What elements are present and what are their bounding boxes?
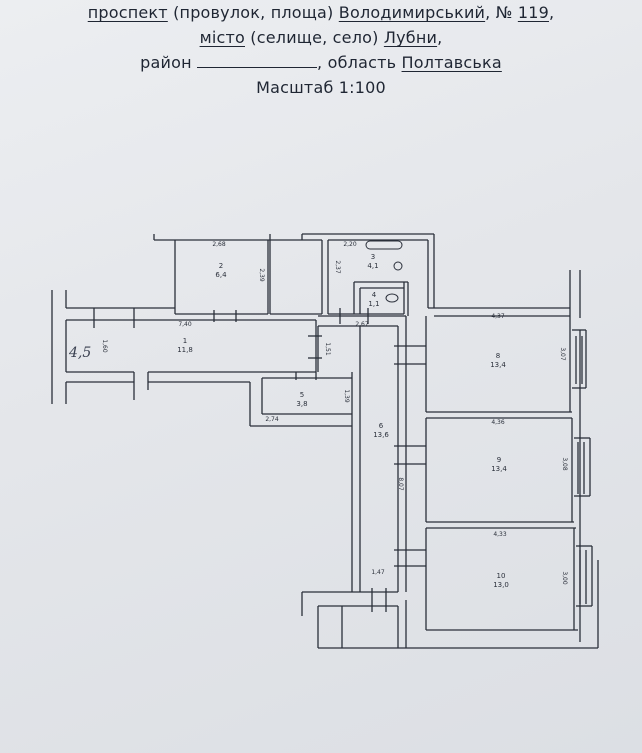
room-area: 6,4 <box>215 271 227 279</box>
room-number: 6 <box>379 422 384 430</box>
street-type-options: (провулок, площа) <box>167 3 339 22</box>
dim-label: 3,08 <box>561 457 568 471</box>
address-line: проспект (провулок, площа) Володимирськи… <box>87 3 555 22</box>
dim-label: 2,20 <box>343 241 357 248</box>
dim-label: 7,40 <box>178 321 192 328</box>
room-area: 11,8 <box>177 346 193 354</box>
sink-icon <box>393 261 403 271</box>
toilet-icon <box>385 293 399 303</box>
dim-label: 3,07 <box>559 347 566 361</box>
dim-label: 2,74 <box>265 416 279 423</box>
bathtub-icon <box>365 240 403 250</box>
room-area: 13,4 <box>490 361 506 369</box>
city-label: місто <box>199 28 245 47</box>
house-number: 119 <box>517 3 549 22</box>
dim-label: 1,60 <box>101 339 108 353</box>
room-labels: 1 11,8 2 6,4 3 4,1 4 1,1 5 3,8 6 13,6 8 … <box>177 253 509 589</box>
room-area: 13,6 <box>373 431 389 439</box>
district-line: район , область Полтавська <box>0 53 642 72</box>
dim-label: 2,68 <box>212 241 226 248</box>
settlement-type-options: (селище, село) <box>245 28 384 47</box>
room-area: 4,1 <box>367 262 378 270</box>
dim-label: 8,07 <box>397 477 404 491</box>
room-number: 5 <box>300 391 304 399</box>
room-number: 2 <box>219 262 223 270</box>
room-area: 13,4 <box>491 465 507 473</box>
dim-label: 4,36 <box>491 419 505 426</box>
dim-label: 4,37 <box>491 313 505 320</box>
room-number: 3 <box>371 253 375 261</box>
oblast-label: , область <box>317 53 402 72</box>
room-number: 10 <box>497 572 506 580</box>
room-number: 9 <box>497 456 501 464</box>
room-area: 3,8 <box>296 400 307 408</box>
dimension-labels: 2,68 2,39 2,20 2,37 7,40 1,60 2,67 1,51 … <box>101 241 568 585</box>
dim-label: 2,67 <box>355 321 369 328</box>
dim-label: 1,39 <box>343 389 350 403</box>
dim-label: 1,47 <box>371 569 385 576</box>
oblast-name: Полтавська <box>401 53 502 72</box>
room-number: 1 <box>183 337 187 345</box>
room-area: 13,0 <box>493 581 509 589</box>
city-name: Лубни <box>383 28 438 47</box>
district-blank <box>197 53 318 68</box>
dim-label: 1,51 <box>324 342 331 356</box>
prospect-label: проспект <box>87 3 168 22</box>
dim-label: 4,33 <box>493 531 507 538</box>
scale-line: Масштаб 1:100 <box>256 78 386 97</box>
room-number: 8 <box>496 352 500 360</box>
city-line: місто (селище, село) Лубни, <box>199 28 443 47</box>
handwritten-note: 4,5 <box>68 345 91 361</box>
street-name: Володимирський <box>338 3 486 22</box>
room-area: 1,1 <box>368 300 379 308</box>
dim-label: 2,39 <box>258 268 265 282</box>
number-label: , № <box>485 3 518 22</box>
fixtures <box>365 240 403 303</box>
dim-label: 2,37 <box>334 260 341 274</box>
district-label: район <box>140 53 198 72</box>
dim-label: 3,00 <box>561 571 568 585</box>
room-number: 4 <box>372 291 377 299</box>
wall-lines <box>51 233 599 649</box>
